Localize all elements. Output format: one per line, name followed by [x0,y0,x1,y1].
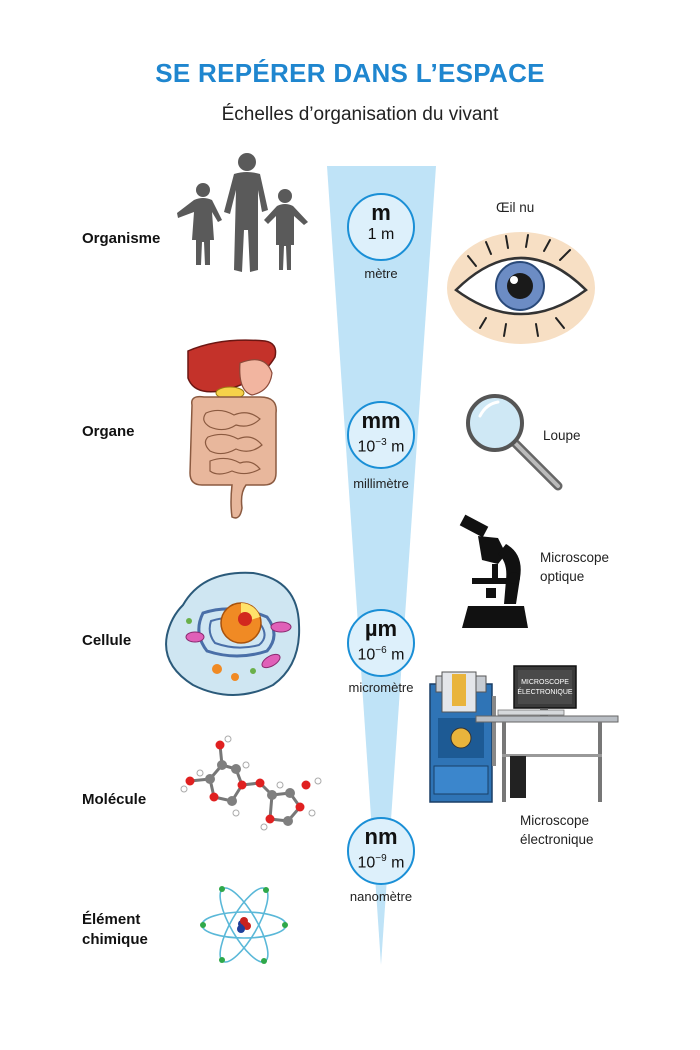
scale-name-mm: millimètre [353,476,409,491]
atom-icon [200,886,288,964]
scale-badge-um: µm 10−6 m [347,609,415,677]
scale-symbol: µm [364,616,398,641]
scale-badge-nm: nm 10−9 m [347,817,415,885]
level-organe: Organe [82,423,135,440]
scale-value: 10−3 m [357,437,405,456]
scale-name-um: micromètre [348,680,414,695]
scale-name-nm: nanomètre [349,889,413,904]
tool-label-microscope-optique-line1: Microscope [540,550,610,565]
scale-value: 1 m [367,226,395,243]
tool-label-microscope-optique: Microscope optique [540,548,609,586]
scale-symbol: mm [361,408,401,433]
cell-icon [165,571,301,696]
tool-label-microscope-electronique-line1: Microscope [520,813,590,828]
digestive-organs-icon [187,339,277,519]
electron-microscope-icon: MICROSCOPE ÉLECTRONIQUE [429,665,619,803]
scale-value: 10−6 m [357,645,405,664]
level-molecule: Molécule [82,791,147,808]
scale-value: 10−9 m [357,853,405,872]
screen-text-line2: ÉLECTRONIQUE [517,687,573,696]
level-element: Élément chimique [82,910,148,950]
screen-text-line1: MICROSCOPE [521,679,569,686]
tool-label-microscope-electronique-line2: électronique [520,832,594,847]
level-element-line2: chimique [82,931,148,948]
scale-symbol: m [371,200,391,225]
tool-label-loupe: Loupe [543,428,581,443]
page-title: SE REPÉRER DANS L’ESPACE [155,58,545,88]
scale-badge-m: m 1 m [347,193,415,261]
scale-symbol: nm [364,824,398,849]
molecule-icon [180,735,322,831]
family-silhouette-icon [177,153,308,272]
level-organisme: Organisme [82,230,161,247]
scale-badge-mm: mm 10−3 m [347,401,415,469]
tool-label-oeil-nu: Œil nu [496,200,535,215]
tool-label-microscope-optique-line2: optique [540,569,585,584]
level-element-line1: Élément [82,911,141,928]
tool-label-microscope-electronique: Microscope électronique [520,811,594,849]
page-subtitle: Échelles d’organisation du vivant [221,104,499,125]
magnifier-icon [466,394,563,491]
optical-microscope-icon [459,514,528,628]
eye-icon [447,232,595,344]
scale-name-m: mètre [364,266,398,281]
level-cellule: Cellule [82,632,132,649]
